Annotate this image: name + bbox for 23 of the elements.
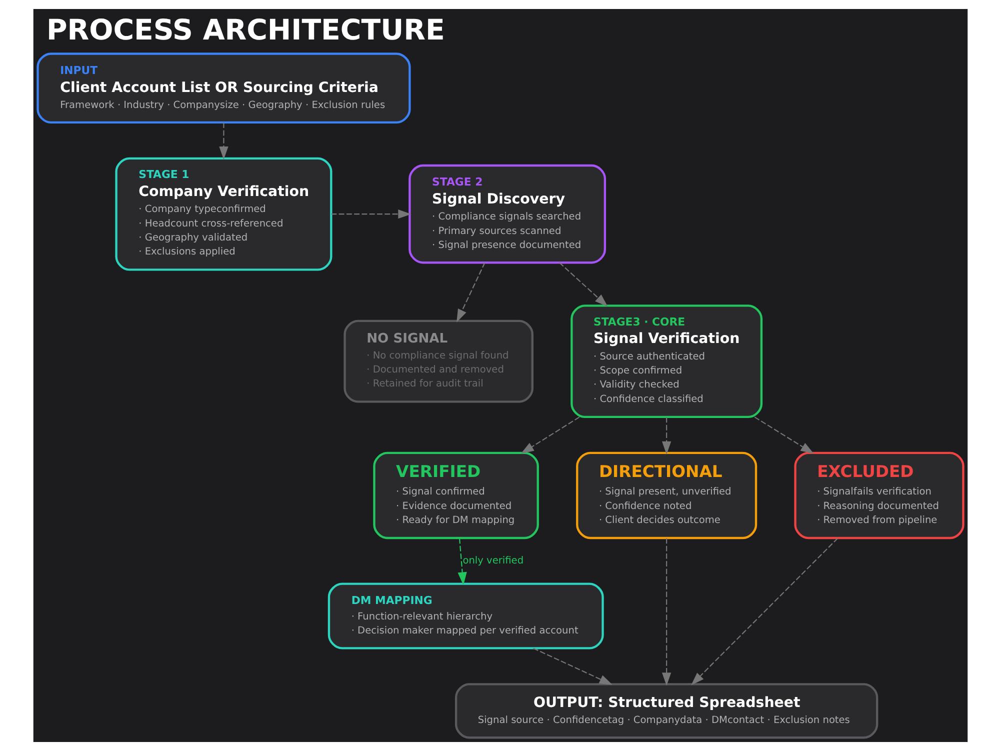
diagram-title: PROCESS ARCHITECTURE [46,12,444,46]
arrow [218,122,228,160]
arrow [532,647,612,684]
node-box: DM MAPPING · Function-relevant hierarchy · Decision maker mapped per verified account [327,582,604,649]
node-box: EXCLUDED · Signalfails verification · Reasoning documented · Removed from pipeline [794,451,964,539]
node-box: NO SIGNAL · No compliance signal found · Documented and removed · Retained for audit trail [343,319,533,402]
node-box: STAGE3 · CORE Signal Verification · Source authenticated · Scope confirmed · Validity checked · Confidence classified [570,304,762,418]
node-box: STAGE 2 Signal Discovery · Compliance signals searched · Primary sources scanned · Signal presence documented [408,164,606,264]
arrow [661,416,671,454]
arrow [330,208,411,218]
arrow [661,538,671,686]
node-box: OUTPUT: Structured Spreadsheet Signal source · Confidencetag · Companydata · DMcontact · Exclusion notes [454,682,878,738]
arrow [690,537,838,685]
arrow [558,262,608,306]
arrow [520,416,580,454]
arrow [754,416,814,454]
node-box: INPUT Client Account List OR Sourcing Criteria Framework · Industry · Companysize · Geography · Exclusion rules [36,52,410,124]
node-box: VERIFIED · Signal confirmed · Evidence documented · Ready for DM mapping [372,451,538,539]
node-box: DIRECTIONAL · Signal present, unverified · Confidence noted · Client decides outcome [576,451,757,539]
arrow [457,538,466,585]
node-box: STAGE 1 Company Verification · Company typeconfirmed · Headcount cross-referenced · Geography validated · Exclusions applied [114,156,332,270]
edge-label: only verified [462,554,524,566]
arrow [456,262,485,322]
